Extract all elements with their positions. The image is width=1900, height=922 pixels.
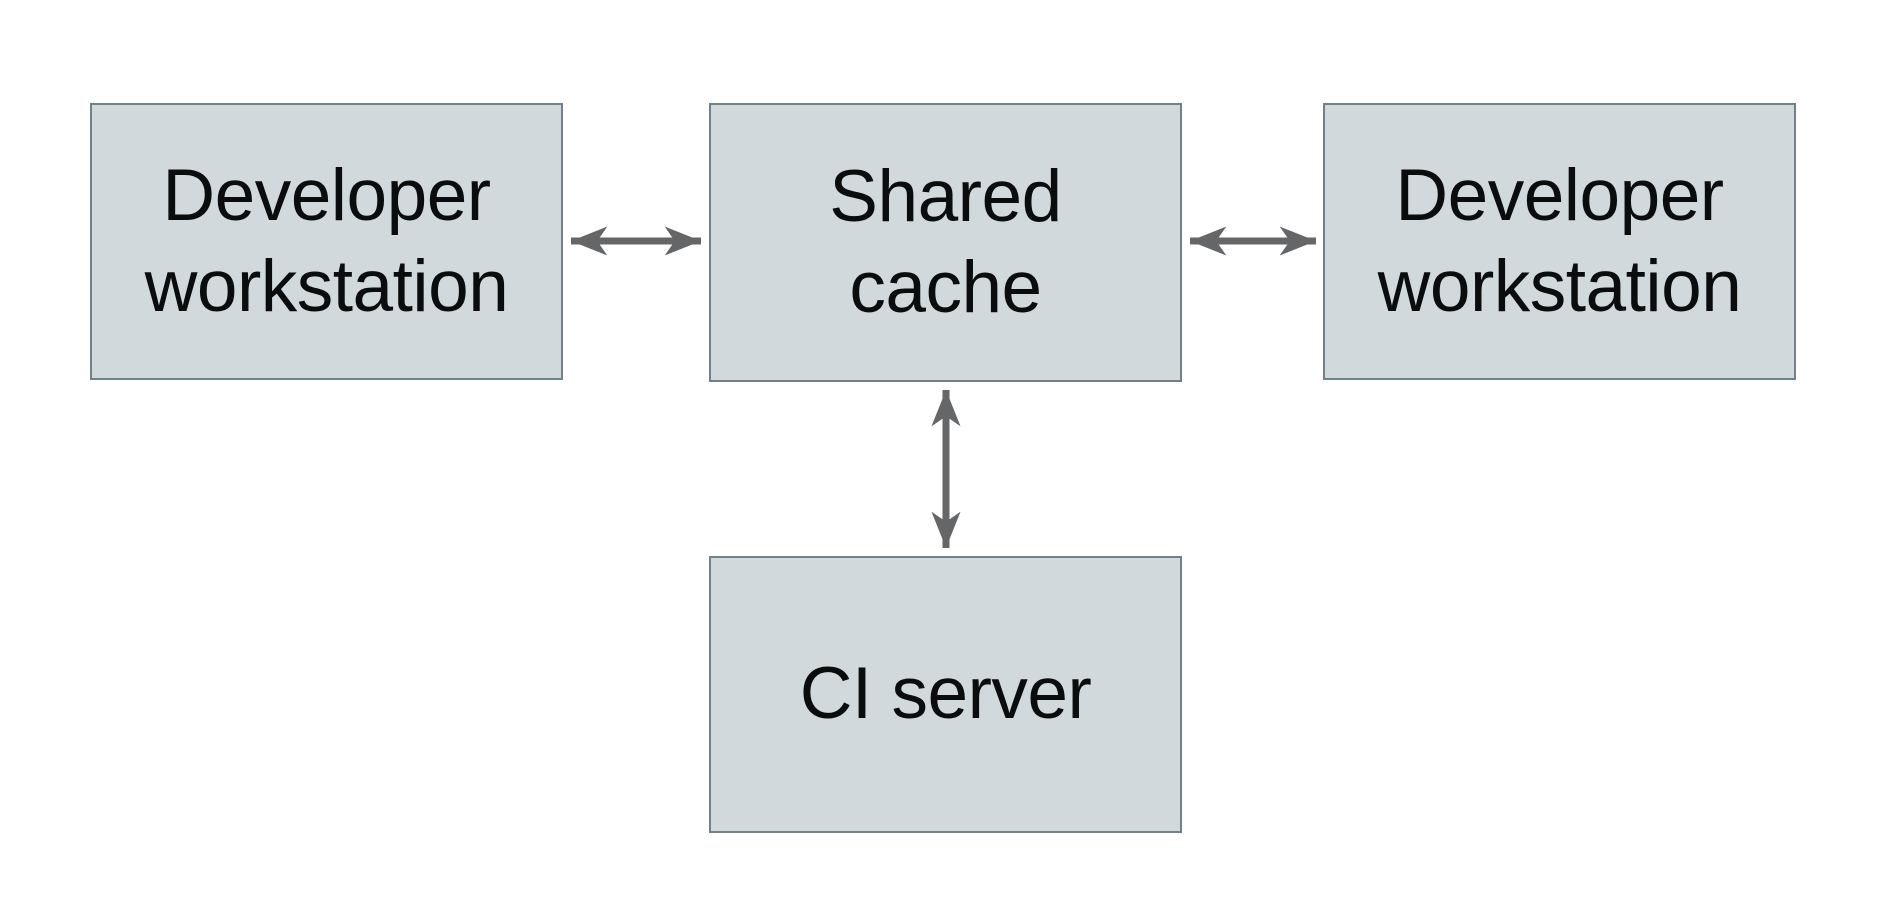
node-label: CI server	[799, 653, 1092, 735]
node-developer-workstation-left: Developer workstation	[90, 103, 563, 380]
node-label: Developer workstation	[1377, 154, 1742, 327]
node-label: Shared cache	[829, 155, 1062, 328]
node-developer-workstation-right: Developer workstation	[1323, 103, 1796, 380]
node-label: Developer workstation	[144, 154, 509, 327]
node-ci-server: CI server	[709, 556, 1182, 833]
node-shared-cache: Shared cache	[709, 103, 1182, 382]
